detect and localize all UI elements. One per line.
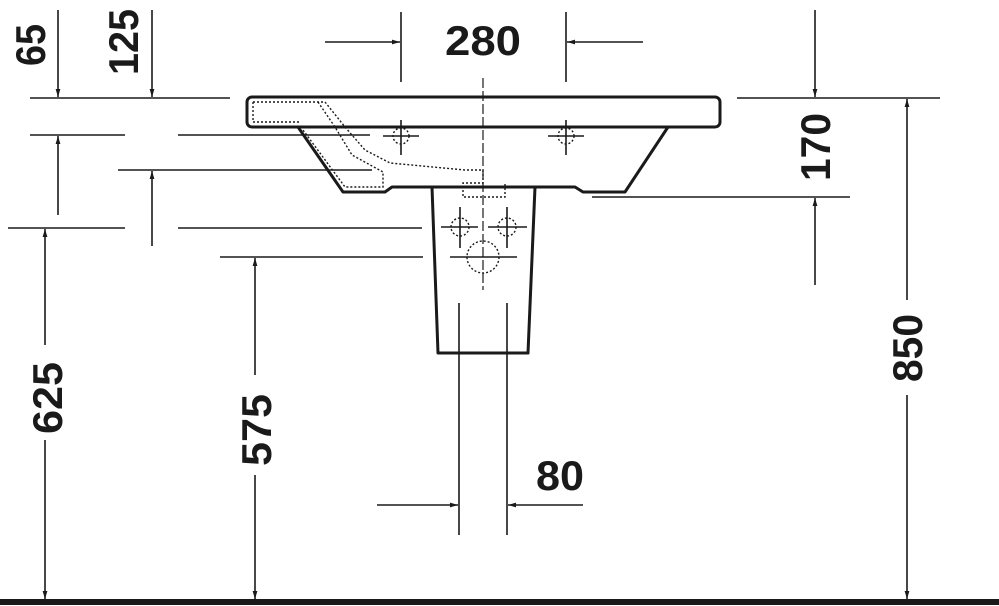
dim-170: 170 <box>792 113 839 181</box>
dim-125: 125 <box>100 9 147 75</box>
reference-lines <box>8 12 940 535</box>
dim-850: 850 <box>884 314 931 382</box>
dim-625: 625 <box>24 362 71 434</box>
dim-65: 65 <box>7 24 54 66</box>
dimension-arrows <box>42 10 910 599</box>
dim-575: 575 <box>233 394 280 466</box>
dim-280: 280 <box>445 17 521 64</box>
pedestal <box>430 78 537 355</box>
dim-80: 80 <box>536 452 584 499</box>
